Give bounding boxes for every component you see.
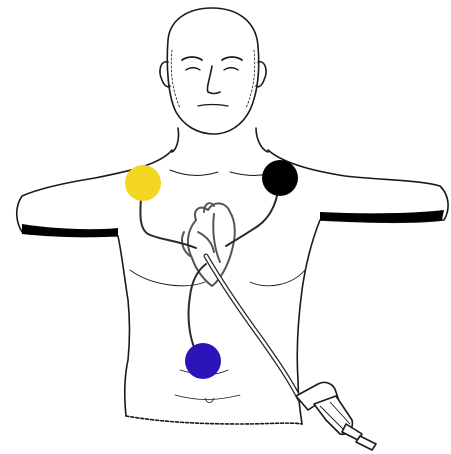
torso-outline — [17, 128, 448, 424]
arm-shadows — [22, 210, 444, 237]
electrode-left-leg — [185, 343, 221, 379]
right-arm-shadow — [22, 224, 118, 237]
electrode-left-arm — [262, 160, 298, 196]
connector-plug — [296, 382, 376, 450]
left-arm-shadow — [320, 210, 444, 222]
head-sketch — [160, 8, 266, 134]
electrode-right-arm — [125, 165, 161, 201]
lead-wires — [140, 178, 300, 400]
